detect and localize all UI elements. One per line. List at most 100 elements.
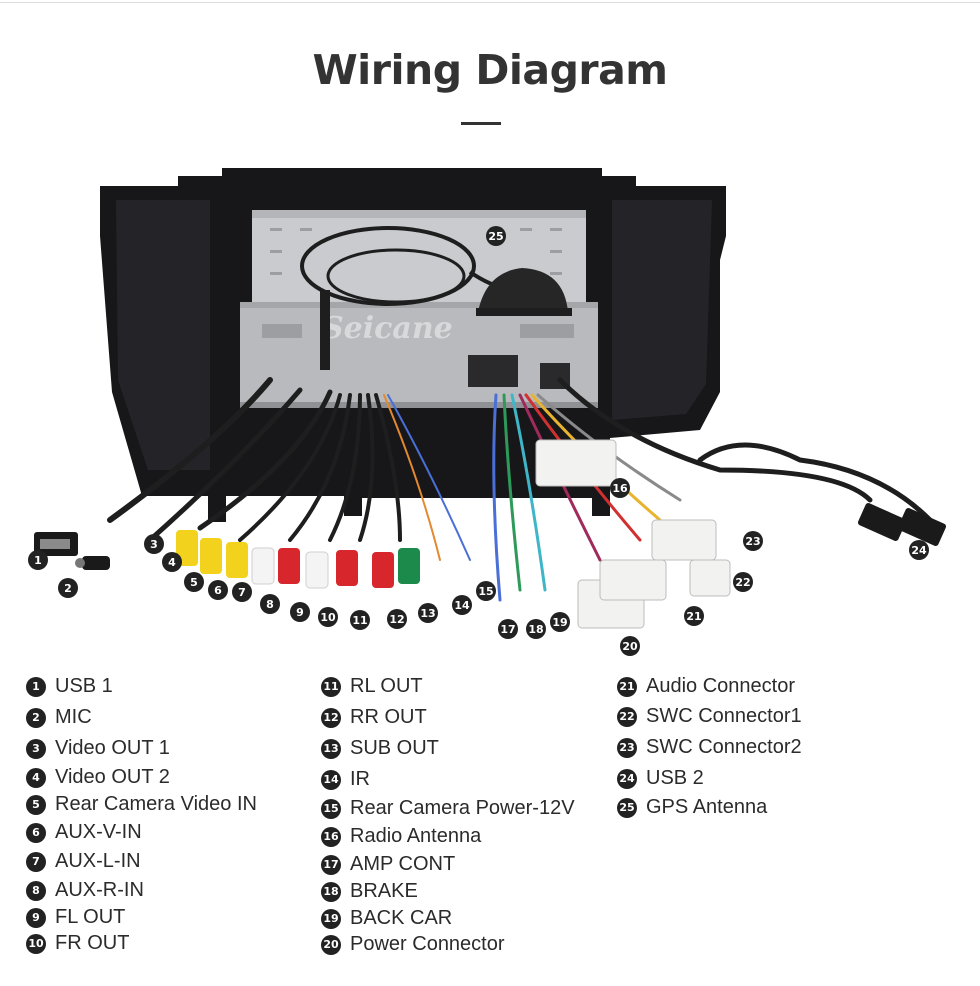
legend-label: Video OUT 1	[55, 737, 170, 759]
legend-number-badge: 10	[26, 933, 46, 954]
legend-label: MIC	[55, 706, 92, 728]
legend-label: AMP CONT	[350, 853, 456, 875]
legend-item-25: 25 GPS Antenna	[617, 796, 767, 819]
svg-text:2: 2	[64, 582, 72, 595]
legend-item-13: 13 SUB OUT	[321, 737, 439, 760]
legend-number-badge: 2	[26, 707, 46, 728]
legend-number-badge: 19	[321, 908, 341, 929]
legend-label: RR OUT	[350, 706, 427, 728]
legend-number-badge: 11	[321, 676, 341, 697]
legend-label: Video OUT 2	[55, 766, 170, 788]
legend-number-badge: 21	[617, 676, 637, 697]
svg-text:11: 11	[352, 614, 367, 627]
legend-label: BRAKE	[350, 880, 418, 902]
seicane-watermark: Seicane	[322, 311, 453, 346]
svg-text:15: 15	[478, 585, 493, 598]
callout-4: 4	[162, 552, 182, 572]
legend-label: SWC Connector1	[646, 705, 802, 727]
callout-16: 16	[610, 478, 630, 498]
callout-19: 19	[550, 612, 570, 632]
callout-11: 11	[350, 610, 370, 630]
legend-item-11: 11 RL OUT	[321, 675, 423, 698]
legend-label: SUB OUT	[350, 737, 439, 759]
svg-text:14: 14	[454, 599, 470, 612]
svg-text:3: 3	[150, 538, 158, 551]
svg-text:4: 4	[168, 556, 176, 569]
svg-text:5: 5	[190, 576, 198, 589]
page-title: Wiring Diagram	[312, 46, 668, 94]
svg-text:9: 9	[296, 606, 304, 619]
svg-text:1: 1	[34, 554, 42, 567]
mic-plug	[75, 556, 110, 570]
callout-7: 7	[232, 582, 252, 602]
legend-label: GPS Antenna	[646, 796, 768, 818]
svg-text:7: 7	[238, 586, 246, 599]
svg-text:21: 21	[686, 610, 701, 623]
callout-15: 15	[476, 581, 496, 601]
callout-18: 18	[526, 619, 546, 639]
legend-item-16: 16 Radio Antenna	[321, 825, 481, 848]
callout-8: 8	[260, 594, 280, 614]
legend-label: Radio Antenna	[350, 825, 482, 847]
title-underline	[461, 122, 501, 125]
legend-number-badge: 1	[26, 676, 46, 697]
legend-label: AUX-R-IN	[55, 879, 144, 901]
callout-20: 20	[620, 636, 640, 656]
svg-text:17: 17	[500, 623, 515, 636]
callout-3: 3	[144, 534, 164, 554]
legend-label: Audio Connector	[646, 675, 795, 697]
legend-item-22: 22 SWC Connector1	[617, 705, 802, 728]
callout-25: 25	[486, 226, 506, 246]
top-divider	[0, 2, 980, 3]
callout-6: 6	[208, 580, 228, 600]
legend-item-21: 21 Audio Connector	[617, 675, 795, 698]
callout-21: 21	[684, 606, 704, 626]
legend-number-badge: 16	[321, 826, 341, 847]
legend-label: AUX-L-IN	[55, 850, 141, 872]
legend-number-badge: 13	[321, 738, 341, 759]
svg-text:19: 19	[552, 616, 567, 629]
legend-item-23: 23 SWC Connector2	[617, 736, 802, 759]
usb-connector-1	[34, 532, 78, 556]
svg-text:24: 24	[911, 544, 927, 557]
legend-item-3: 3 Video OUT 1	[26, 737, 170, 760]
legend-number-badge: 18	[321, 881, 341, 902]
legend-number-badge: 15	[321, 798, 341, 819]
rca-plugs	[176, 530, 420, 589]
svg-text:13: 13	[420, 607, 435, 620]
legend-number-badge: 24	[617, 768, 637, 789]
callout-23: 23	[743, 531, 763, 551]
legend-item-10: 10 FR OUT	[26, 932, 129, 955]
legend-number-badge: 25	[617, 797, 637, 818]
legend-label: FR OUT	[55, 932, 130, 954]
legend-label: Rear Camera Video IN	[55, 793, 257, 815]
legend-label: RL OUT	[350, 675, 423, 697]
svg-text:25: 25	[488, 230, 503, 243]
usb-connector-2	[857, 503, 947, 546]
legend-number-badge: 14	[321, 769, 341, 790]
svg-text:22: 22	[735, 576, 750, 589]
harness-connectors	[535, 439, 731, 629]
legend-number-badge: 23	[617, 737, 637, 758]
callout-10: 10	[318, 607, 338, 627]
svg-text:16: 16	[612, 482, 628, 495]
callout-24: 24	[909, 540, 929, 560]
legend-number-badge: 22	[617, 706, 637, 727]
svg-text:10: 10	[320, 611, 336, 624]
callout-2: 2	[58, 578, 78, 598]
legend-label: SWC Connector2	[646, 736, 802, 758]
legend-number-badge: 3	[26, 738, 46, 759]
legend-number-badge: 6	[26, 822, 46, 843]
